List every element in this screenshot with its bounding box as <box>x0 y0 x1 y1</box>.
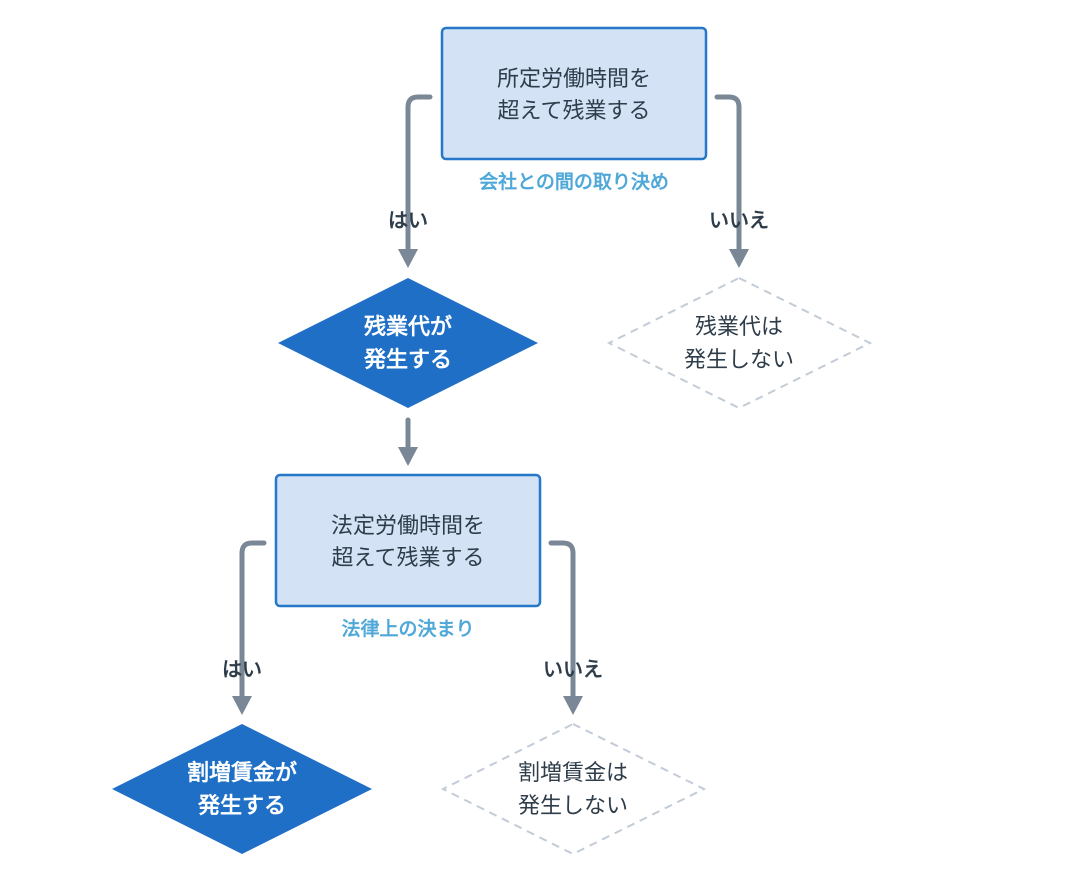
q1-no-connector <box>714 94 749 268</box>
result-2-no-line2: 発生しない <box>518 794 628 819</box>
question-1-line1: 所定労働時間を <box>497 67 651 92</box>
result-2-yes-diamond <box>112 724 372 854</box>
result-1-no-line2: 発生しない <box>684 348 794 373</box>
q1-yes-connector <box>398 94 433 268</box>
result-1-yes-line1: 残業代が <box>364 314 452 340</box>
result-2-no-diamond <box>440 722 707 856</box>
r1-to-q2-arrowhead <box>398 447 418 466</box>
question-1-box <box>440 26 708 161</box>
q1-yes-line <box>405 94 433 253</box>
question-2-caption: 法律上の決まり <box>341 617 474 640</box>
result-1-yes-line2: 発生する <box>363 348 452 373</box>
result-1-no-diamond <box>606 276 873 410</box>
result-2-yes: 割増賃金が 発生する <box>112 724 372 854</box>
question-2-box <box>274 473 542 608</box>
q1-no-line <box>714 94 742 253</box>
question-1-line2: 超えて残業する <box>498 99 651 124</box>
q1-no-arrowhead <box>729 249 749 268</box>
q2-yes-line <box>239 540 267 700</box>
q2-no-connector <box>548 540 583 715</box>
q1-yes-label: はい <box>388 208 428 232</box>
q2-no-arrowhead <box>563 696 583 715</box>
result-2-no-line1: 割増賃金は <box>518 761 628 786</box>
result-1-yes: 残業代が 発生する <box>278 278 538 408</box>
q2-yes-label: はい <box>222 657 262 681</box>
result-1-no: 残業代は 発生しない <box>606 276 873 410</box>
question-2: 法定労働時間を 超えて残業する <box>274 473 542 608</box>
result-1-yes-diamond <box>278 278 538 408</box>
question-1: 所定労働時間を 超えて残業する <box>440 26 708 161</box>
q2-yes-arrowhead <box>232 696 252 715</box>
question-2-line2: 超えて残業する <box>332 546 485 571</box>
q1-no-label: いいえ <box>709 208 769 232</box>
q2-no-label: いいえ <box>543 657 603 681</box>
q1-yes-arrowhead <box>398 249 418 268</box>
result-2-yes-line2: 発生する <box>197 794 286 819</box>
question-1-caption: 会社との間の取り決め <box>479 170 669 193</box>
q2-no-line <box>548 540 576 700</box>
result-2-yes-line1: 割増賃金が <box>187 760 297 786</box>
result-1-no-line1: 残業代は <box>695 315 783 340</box>
r1-to-q2-connector <box>398 417 418 466</box>
question-2-line1: 法定労働時間を <box>331 514 485 539</box>
q2-yes-connector <box>232 540 267 715</box>
result-2-no: 割増賃金は 発生しない <box>440 722 707 856</box>
